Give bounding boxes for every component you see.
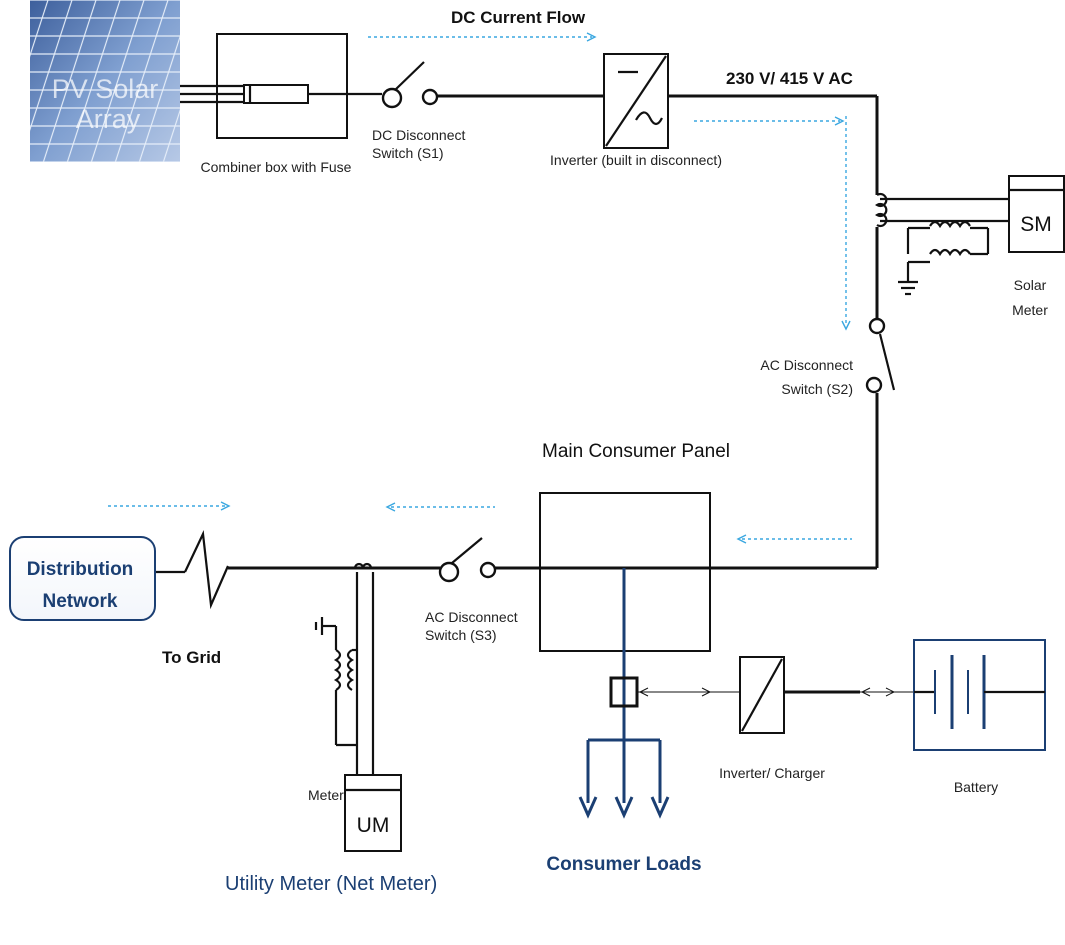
utility-meter-ct-icon (314, 562, 375, 775)
distribution-label-1: Distribution (27, 559, 134, 580)
solar-meter-label-2: Meter (1012, 302, 1048, 318)
ac-disconnect-s3-label-2: Switch (S3) (425, 627, 497, 643)
utility-meter-abbr: UM (357, 814, 390, 837)
dc-disconnect-switch-icon (381, 61, 439, 109)
combiner-box (216, 33, 348, 139)
to-grid-label: To Grid (162, 648, 221, 667)
inverter-icon (603, 53, 669, 149)
grid-flow-arrow-icon (108, 501, 231, 511)
solar-meter-ct-icon (875, 192, 1010, 296)
distribution-network-box: Distribution Network (9, 536, 156, 621)
dc-current-flow-label: DC Current Flow (451, 8, 586, 27)
solar-meter-abbr: SM (1020, 213, 1052, 236)
pv-leads (180, 84, 243, 104)
main-panel-label: Main Consumer Panel (542, 441, 730, 462)
combiner-box-label: Combiner box with Fuse (201, 159, 352, 175)
pv-solar-array: PV Solar Array (30, 0, 180, 162)
utility-meter-label: Utility Meter (Net Meter) (225, 873, 437, 895)
distribution-label-2: Network (43, 591, 118, 612)
consumer-loads-label: Consumer Loads (546, 854, 701, 875)
fuse-icon (243, 84, 309, 104)
pv-array-label-2: Array (76, 104, 141, 134)
ac-disconnect-s2-label-1: AC Disconnect (760, 357, 853, 373)
ac-disconnect-s3-label-1: AC Disconnect (425, 609, 518, 625)
meter-label: Meter (308, 787, 344, 803)
dc-disconnect-label-1: DC Disconnect (372, 127, 465, 143)
inverter-label: Inverter (built in disconnect) (550, 152, 722, 168)
bidirectional-arrow-icon-2 (860, 687, 914, 697)
grid-breaker-icon (155, 530, 230, 610)
utility-meter-icon: UM (344, 774, 402, 852)
left-flow-arrow-icon-1 (736, 534, 852, 544)
left-flow-arrow-icon-2 (385, 502, 495, 512)
inverter-charger-label: Inverter/ Charger (719, 765, 825, 781)
load-arrow-icon (578, 796, 670, 819)
battery-label: Battery (954, 779, 998, 795)
down-flow-arrow-icon (841, 116, 851, 331)
pv-array-label-1: PV Solar (52, 74, 159, 104)
solar-meter-icon: SM (1008, 175, 1065, 253)
inverter-charger-icon (739, 656, 785, 734)
ac-flow-arrow-icon (694, 116, 845, 126)
bidirectional-arrow-icon-1 (637, 687, 740, 697)
ac-disconnect-s2-label-2: Switch (S2) (781, 381, 853, 397)
solar-meter-label-1: Solar (1014, 277, 1047, 293)
dc-disconnect-label-2: Switch (S1) (372, 145, 444, 161)
ac-voltage-label: 230 V/ 415 V AC (726, 69, 853, 88)
ac-disconnect-s2-icon (865, 317, 896, 394)
battery-icon (913, 639, 1046, 751)
dc-flow-arrow-icon (368, 32, 597, 42)
ac-disconnect-s3-icon (438, 537, 497, 583)
